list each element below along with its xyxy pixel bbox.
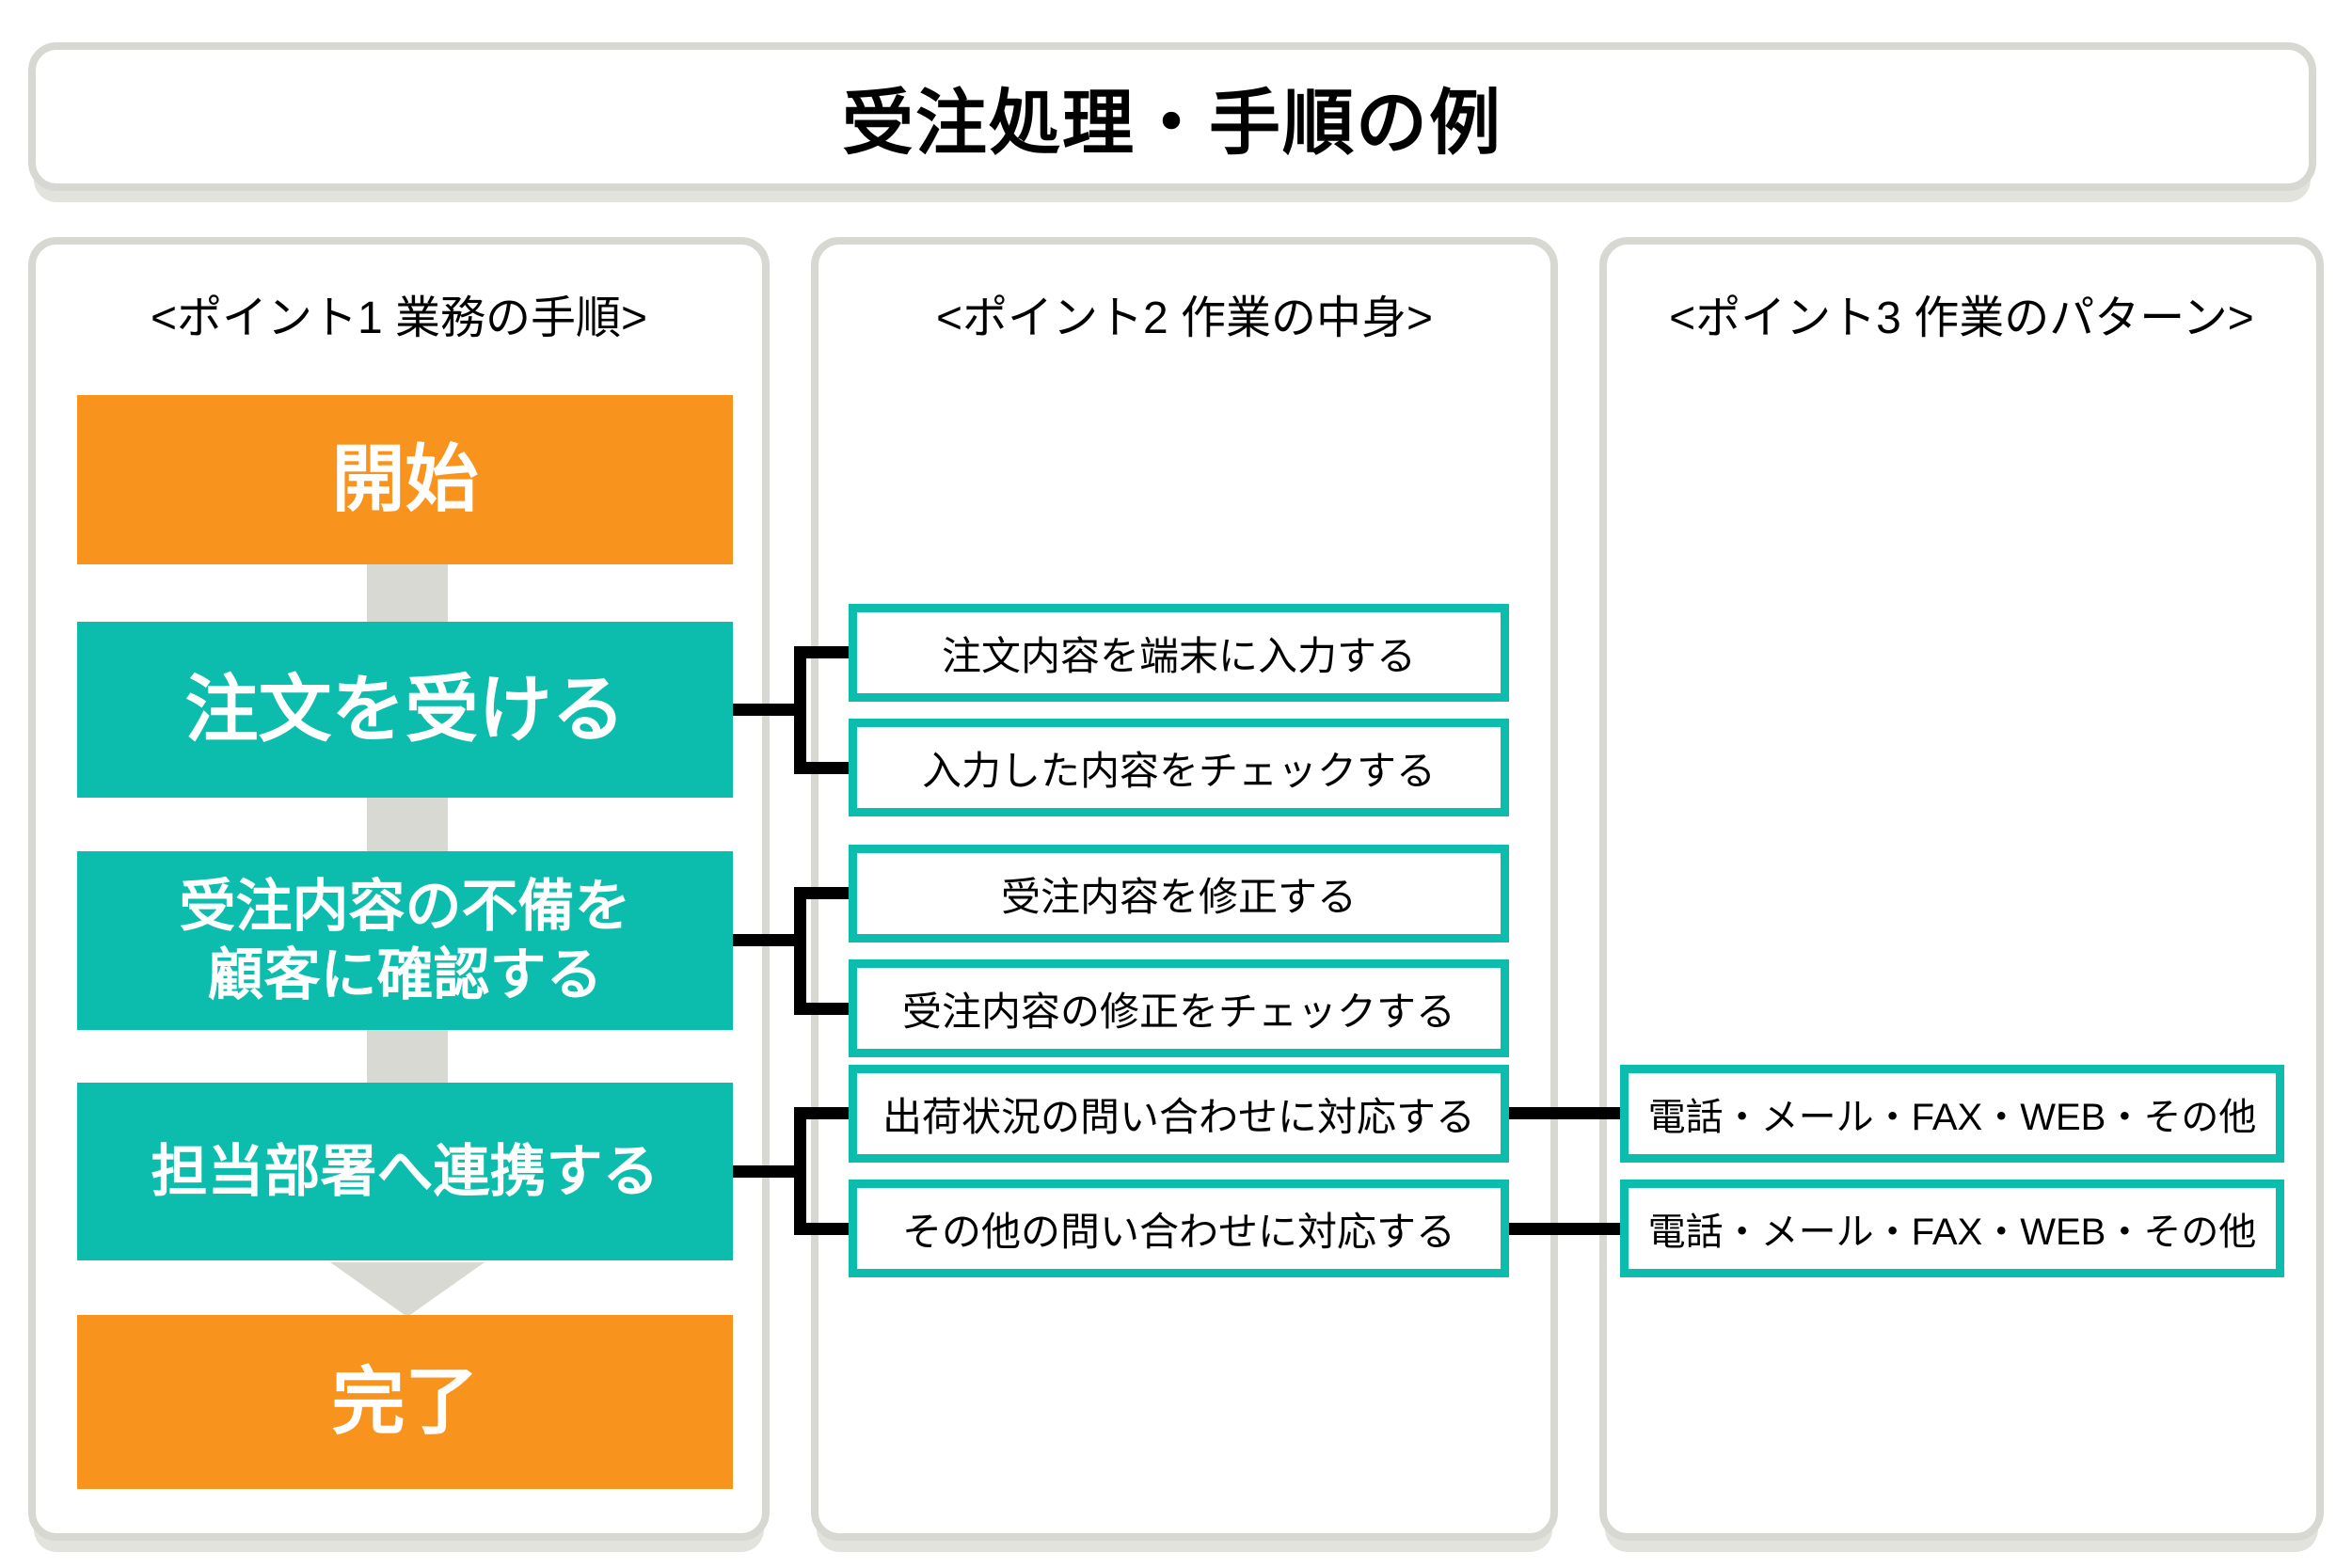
flow-arrowhead-icon [330, 1262, 485, 1317]
task-to-pattern-connector-1 [1509, 1107, 1620, 1119]
flow-step-confirm-line-2: 顧客に確認する [207, 943, 603, 1006]
flow-connector-2 [367, 796, 448, 853]
bracket3-branch-bottom [794, 1223, 849, 1235]
flow-step-confirm-line-1: 受注内容の不備を [179, 874, 631, 938]
flow-step-complete-label: 完了 [331, 1359, 479, 1443]
bracket3-branch-top [794, 1107, 849, 1119]
task-box-other-inquiry: その他の問い合わせに対応する [849, 1180, 1509, 1277]
pattern-box-channels-1: 電話・メール・FAX・WEB・その他 [1620, 1065, 2284, 1163]
bracket2-branch-top [794, 887, 849, 899]
flow-connector-3 [367, 1028, 448, 1085]
flow-step-forward-to-department: 担当部署へ連携する [77, 1083, 733, 1260]
bracket1-vertical [794, 646, 806, 774]
task-box-fix-order: 受注内容を修正する [849, 845, 1509, 942]
diagram-title: 受注処理・手順の例 [842, 84, 1502, 164]
column-panel-patterns [1599, 237, 2324, 1541]
flow-step-complete: 完了 [77, 1315, 733, 1489]
bracket1-stub [733, 704, 801, 716]
flow-step-receive-order: 注文を受ける [77, 622, 733, 798]
task-box-enter-order: 注文内容を端末に入力する [849, 604, 1509, 702]
column-header-tasks: <ポイント2 作業の中身> [935, 293, 1434, 343]
bracket2-stub [733, 934, 801, 946]
flow-step-receive-order-label: 注文を受ける [184, 667, 626, 751]
bracket3-vertical [794, 1107, 806, 1235]
pattern-box-channels-2: 電話・メール・FAX・WEB・その他 [1620, 1180, 2284, 1277]
task-box-check-fix: 受注内容の修正をチェックする [849, 959, 1509, 1057]
column-header-procedure: <ポイント1 業務の手順> [150, 293, 648, 343]
flow-step-forward-label: 担当部署へ連携する [151, 1139, 660, 1203]
bracket1-branch-bottom [794, 762, 849, 774]
task-box-check-entry: 入力した内容をチェックする [849, 719, 1509, 816]
title-panel [28, 42, 2316, 191]
bracket2-branch-bottom [794, 1003, 849, 1015]
bracket3-stub [733, 1165, 801, 1178]
flow-step-confirm-with-customer: 受注内容の不備を 顧客に確認する [77, 851, 733, 1030]
flow-step-start: 開始 [77, 395, 733, 564]
bracket2-vertical [794, 887, 806, 1015]
bracket1-branch-top [794, 646, 849, 658]
task-box-shipping-inquiry: 出荷状況の問い合わせに対応する [849, 1065, 1509, 1163]
flow-connector-1 [367, 564, 448, 624]
flow-step-start-label: 開始 [331, 437, 479, 521]
task-to-pattern-connector-2 [1509, 1223, 1620, 1235]
column-header-patterns: <ポイント3 作業のパターン> [1669, 293, 2254, 343]
